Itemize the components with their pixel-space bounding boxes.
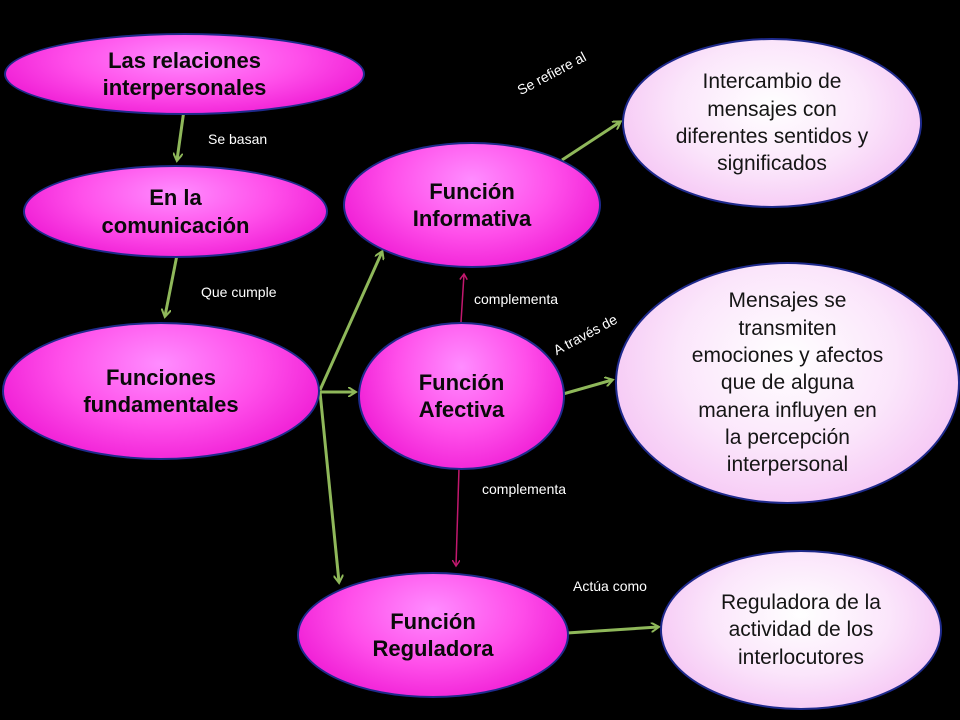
- node-reguladora-desc-text: Reguladora de la actividad de los interl…: [721, 591, 881, 669]
- node-informativa-text: Función Informativa: [412, 178, 532, 232]
- node-mensajes: Mensajes se transmiten emociones y afect…: [615, 262, 960, 504]
- label-complementa-bottom: complementa: [482, 481, 567, 497]
- arrow-funciones-reguladora: [318, 391, 339, 582]
- node-mensajes-text: Mensajes se transmiten emociones y afect…: [691, 289, 884, 477]
- node-intercambio-text: Intercambio de mensajes con diferentes s…: [675, 70, 869, 176]
- node-relaciones: Las relaciones interpersonales: [4, 33, 365, 115]
- arrow-relaciones-comunicacion: [177, 109, 186, 160]
- node-comunicacion: En la comunicación: [23, 165, 328, 258]
- node-afectiva: Función Afectiva: [358, 322, 565, 470]
- arrow-informativa-intercambio: [561, 122, 620, 162]
- node-comunicacion-text: En la comunicación: [101, 185, 250, 238]
- node-funciones: Funciones fundamentales: [2, 322, 320, 460]
- arrow-afectiva-reguladora: [456, 467, 459, 566]
- node-informativa: Función Informativa: [343, 142, 601, 268]
- arrow-afectiva-informativa: [461, 274, 464, 323]
- arrow-comunicacion-funciones: [165, 254, 179, 316]
- node-reguladora: Función Reguladora: [297, 572, 569, 698]
- label-se-basan: Se basan: [208, 131, 268, 147]
- node-funciones-text: Funciones fundamentales: [83, 364, 239, 418]
- label-actua-como: Actúa como: [573, 578, 647, 594]
- node-relaciones-text: Las relaciones interpersonales: [102, 47, 267, 101]
- node-intercambio: Intercambio de mensajes con diferentes s…: [622, 38, 922, 208]
- label-complementa-top: complementa: [474, 291, 559, 307]
- node-reguladora-text: Función Reguladora: [372, 608, 494, 662]
- node-reguladora-desc: Reguladora de la actividad de los interl…: [660, 550, 942, 710]
- arrow-reguladora-desc: [566, 627, 658, 635]
- node-afectiva-text: Función Afectiva: [418, 369, 505, 423]
- label-que-cumple: Que cumple: [201, 284, 277, 300]
- arrow-funciones-informativa: [318, 252, 382, 391]
- arrow-afectiva-mensajes: [562, 380, 612, 396]
